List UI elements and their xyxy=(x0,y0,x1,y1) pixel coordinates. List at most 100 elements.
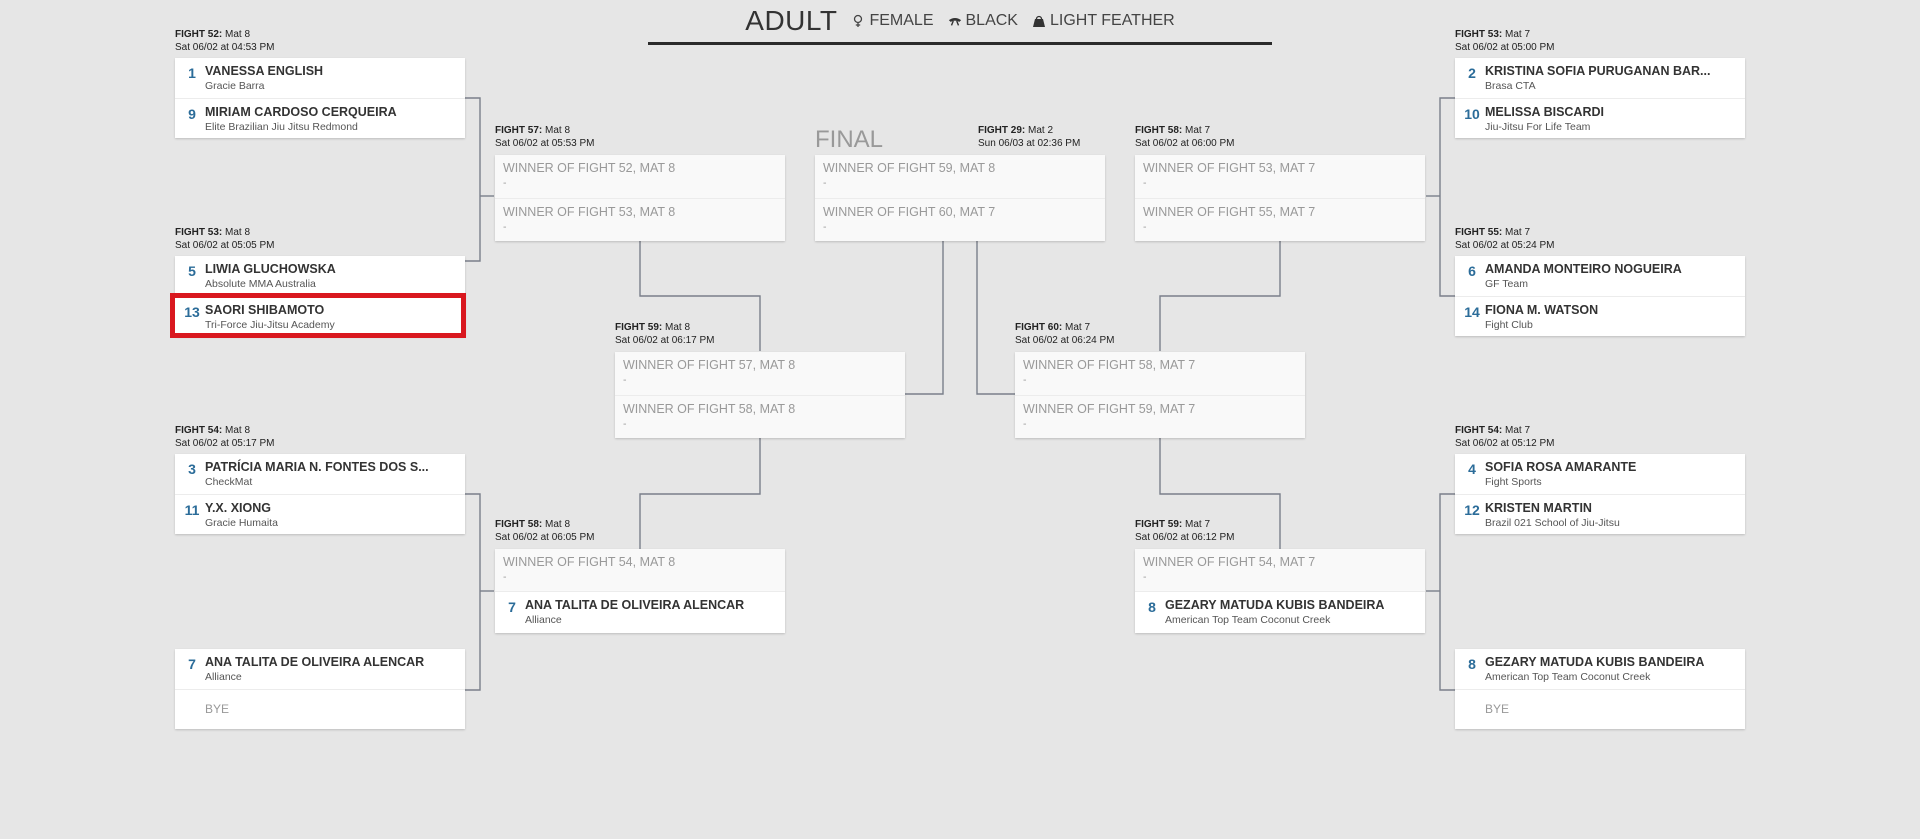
pending-dash: - xyxy=(503,571,507,583)
competitor-slot[interactable]: 9 MIRIAM CARDOSO CERQUEIRA Elite Brazili… xyxy=(175,98,465,138)
pending-slot: WINNER OF FIGHT 53, MAT 7 - xyxy=(1135,155,1425,198)
seed-number: 14 xyxy=(1464,304,1480,320)
match-card-fight-53-mat7[interactable]: 2 KRISTINA SOFIA PURUGANAN BAR... Brasa … xyxy=(1455,58,1745,138)
competitor-name[interactable]: MELISSA BISCARDI xyxy=(1485,105,1604,119)
pending-dash: - xyxy=(503,221,507,233)
belt-label: BLACK xyxy=(965,12,1018,29)
match-card-fight-55-mat7[interactable]: 6 AMANDA MONTEIRO NOGUEIRA GF Team 14 FI… xyxy=(1455,256,1745,336)
competitor-slot[interactable]: 8 GEZARY MATUDA KUBIS BANDEIRA American … xyxy=(1135,591,1425,633)
competitor-name[interactable]: KRISTEN MARTIN xyxy=(1485,501,1592,515)
match-card-fight-59-mat7[interactable]: WINNER OF FIGHT 54, MAT 7 - 8 GEZARY MAT… xyxy=(1135,549,1425,633)
pending-dash: - xyxy=(1023,418,1027,430)
bracket-header: ADULT FEMALE BLACK LIGHT FEATHER xyxy=(648,0,1272,45)
competitor-slot[interactable]: 1 VANESSA ENGLISH Gracie Barra xyxy=(175,58,465,98)
pending-dash: - xyxy=(1023,374,1027,386)
female-icon xyxy=(854,14,863,27)
seed-number: 2 xyxy=(1468,65,1476,81)
line-r-r1-top xyxy=(1439,97,1455,297)
fight-info-59-mat7: FIGHT 59: Mat 7 Sat 06/02 at 06:12 PM xyxy=(1135,519,1235,543)
seed-number: 12 xyxy=(1464,502,1480,518)
competitor-name[interactable]: ANA TALITA DE OLIVEIRA ALENCAR xyxy=(525,598,745,612)
weight-tag: LIGHT FEATHER xyxy=(1032,12,1175,30)
pending-dash: - xyxy=(1143,221,1147,233)
competitor-name[interactable]: SOFIA ROSA AMARANTE xyxy=(1485,460,1637,474)
competitor-name[interactable]: GEZARY MATUDA KUBIS BANDEIRA xyxy=(1165,598,1385,612)
competitor-name[interactable]: KRISTINA SOFIA PURUGANAN BAR... xyxy=(1485,64,1711,78)
bye-slot: BYE xyxy=(175,689,465,729)
competitor-name[interactable]: FIONA M. WATSON xyxy=(1485,303,1599,317)
pending-label: WINNER OF FIGHT 58, MAT 8 xyxy=(623,402,796,416)
competitor-slot[interactable]: 10 MELISSA BISCARDI Jiu-Jitsu For Life T… xyxy=(1455,98,1745,138)
competitor-slot[interactable]: 12 KRISTEN MARTIN Brazil 021 School of J… xyxy=(1455,494,1745,534)
fight-info-55-mat7: FIGHT 55: Mat 7 Sat 06/02 at 05:24 PM xyxy=(1455,227,1555,251)
pending-slot: WINNER OF FIGHT 55, MAT 7 - xyxy=(1135,198,1425,241)
competitor-slot[interactable]: 6 AMANDA MONTEIRO NOGUEIRA GF Team xyxy=(1455,256,1745,296)
match-card-fight-54-mat8[interactable]: 3 PATRÍCIA MARIA N. FONTES DOS S... Chec… xyxy=(175,454,465,534)
pending-dash: - xyxy=(1143,571,1147,583)
match-card-fight-54-mat7[interactable]: 4 SOFIA ROSA AMARANTE Fight Sports 12 KR… xyxy=(1455,454,1745,534)
pending-slot: WINNER OF FIGHT 57, MAT 8 - xyxy=(615,352,905,395)
fight-info-52-mat8: FIGHT 52: Mat 8 Sat 06/02 at 04:53 PM xyxy=(175,29,275,53)
pending-slot: WINNER OF FIGHT 58, MAT 7 - xyxy=(1015,352,1305,395)
pending-slot: WINNER OF FIGHT 53, MAT 8 - xyxy=(495,198,785,241)
competitor-slot[interactable]: 11 Y.X. XIONG Gracie Humaita xyxy=(175,494,465,534)
gender-label: FEMALE xyxy=(869,12,934,29)
line-l-r2b xyxy=(639,437,761,549)
competitor-slot[interactable]: 2 KRISTINA SOFIA PURUGANAN BAR... Brasa … xyxy=(1455,58,1745,98)
pending-dash: - xyxy=(623,374,627,386)
competitor-name[interactable]: PATRÍCIA MARIA N. FONTES DOS S... xyxy=(205,460,429,474)
pending-slot: WINNER OF FIGHT 54, MAT 8 - xyxy=(495,549,785,591)
pending-dash: - xyxy=(1143,177,1147,189)
pending-slot: WINNER OF FIGHT 58, MAT 8 - xyxy=(615,395,905,438)
match-card-fight-57-mat8[interactable]: WINNER OF FIGHT 52, MAT 8 - WINNER OF FI… xyxy=(495,155,785,241)
competitor-name[interactable]: GEZARY MATUDA KUBIS BANDEIRA xyxy=(1485,655,1705,669)
competitor-slot[interactable]: 14 FIONA M. WATSON Fight Club xyxy=(1455,296,1745,336)
seed-number: 11 xyxy=(184,502,200,518)
line-l-r1-bot xyxy=(465,493,481,691)
competitor-team: CheckMat xyxy=(205,476,253,488)
weight-label: LIGHT FEATHER xyxy=(1049,12,1175,29)
competitor-slot[interactable]: 7 ANA TALITA DE OLIVEIRA ALENCAR Allianc… xyxy=(175,649,465,689)
pending-label: WINNER OF FIGHT 59, MAT 7 xyxy=(1023,402,1196,416)
match-card-final[interactable]: WINNER OF FIGHT 59, MAT 8 - WINNER OF FI… xyxy=(815,155,1105,241)
competitor-name[interactable]: ANA TALITA DE OLIVEIRA ALENCAR xyxy=(205,655,425,669)
competitor-name[interactable]: VANESSA ENGLISH xyxy=(205,64,324,78)
match-card-fight-58-mat8[interactable]: WINNER OF FIGHT 54, MAT 8 - 7 ANA TALITA… xyxy=(495,549,785,633)
seed-number: 4 xyxy=(1468,461,1476,477)
selection-highlight xyxy=(170,293,466,338)
competitor-slot[interactable]: 4 SOFIA ROSA AMARANTE Fight Sports xyxy=(1455,454,1745,494)
match-card-bye-right[interactable]: 8 GEZARY MATUDA KUBIS BANDEIRA American … xyxy=(1455,649,1745,729)
pending-slot: WINNER OF FIGHT 59, MAT 8 - xyxy=(815,155,1105,198)
match-card-bye-left[interactable]: 7 ANA TALITA DE OLIVEIRA ALENCAR Allianc… xyxy=(175,649,465,729)
gender-tag: FEMALE xyxy=(851,12,934,30)
fight-info-58-mat7: FIGHT 58: Mat 7 Sat 06/02 at 06:00 PM xyxy=(1135,125,1235,149)
competitor-slot[interactable]: 3 PATRÍCIA MARIA N. FONTES DOS S... Chec… xyxy=(175,454,465,494)
competitor-name[interactable]: AMANDA MONTEIRO NOGUEIRA xyxy=(1485,262,1682,276)
line-l-final xyxy=(905,241,944,395)
match-card-fight-58-mat7[interactable]: WINNER OF FIGHT 53, MAT 7 - WINNER OF FI… xyxy=(1135,155,1425,241)
pending-label: WINNER OF FIGHT 58, MAT 7 xyxy=(1023,358,1196,372)
final-label: FINAL xyxy=(815,126,884,153)
bye-label: BYE xyxy=(205,702,230,716)
competitor-team: Fight Sports xyxy=(1485,476,1542,488)
competitor-slot[interactable]: 8 GEZARY MATUDA KUBIS BANDEIRA American … xyxy=(1455,649,1745,689)
match-card-fight-59-mat8[interactable]: WINNER OF FIGHT 57, MAT 8 - WINNER OF FI… xyxy=(615,352,905,438)
match-card-fight-52-mat8[interactable]: 1 VANESSA ENGLISH Gracie Barra 9 MIRIAM … xyxy=(175,58,465,138)
competitor-team: Gracie Humaita xyxy=(205,517,278,529)
pending-dash: - xyxy=(823,221,827,233)
seed-number: 6 xyxy=(1468,263,1476,279)
competitor-team: Alliance xyxy=(525,614,562,626)
pending-label: WINNER OF FIGHT 59, MAT 8 xyxy=(823,161,996,175)
competitor-slot[interactable]: 7 ANA TALITA DE OLIVEIRA ALENCAR Allianc… xyxy=(495,591,785,633)
competitor-name[interactable]: MIRIAM CARDOSO CERQUEIRA xyxy=(205,105,397,119)
competitor-name[interactable]: Y.X. XIONG xyxy=(205,501,271,515)
fight-info-60-mat7: FIGHT 60: Mat 7 Sat 06/02 at 06:24 PM xyxy=(1015,322,1115,346)
competitor-slot[interactable]: 5 LIWIA GLUCHOWSKA Absolute MMA Australi… xyxy=(175,256,465,296)
pending-label: WINNER OF FIGHT 52, MAT 8 xyxy=(503,161,676,175)
pending-label: WINNER OF FIGHT 57, MAT 8 xyxy=(623,358,796,372)
seed-number: 7 xyxy=(188,656,196,672)
pending-slot: WINNER OF FIGHT 60, MAT 7 - xyxy=(815,198,1105,241)
match-card-fight-60-mat7[interactable]: WINNER OF FIGHT 58, MAT 7 - WINNER OF FI… xyxy=(1015,352,1305,438)
line-r-r1-bot xyxy=(1439,493,1455,691)
competitor-name[interactable]: LIWIA GLUCHOWSKA xyxy=(205,262,336,276)
